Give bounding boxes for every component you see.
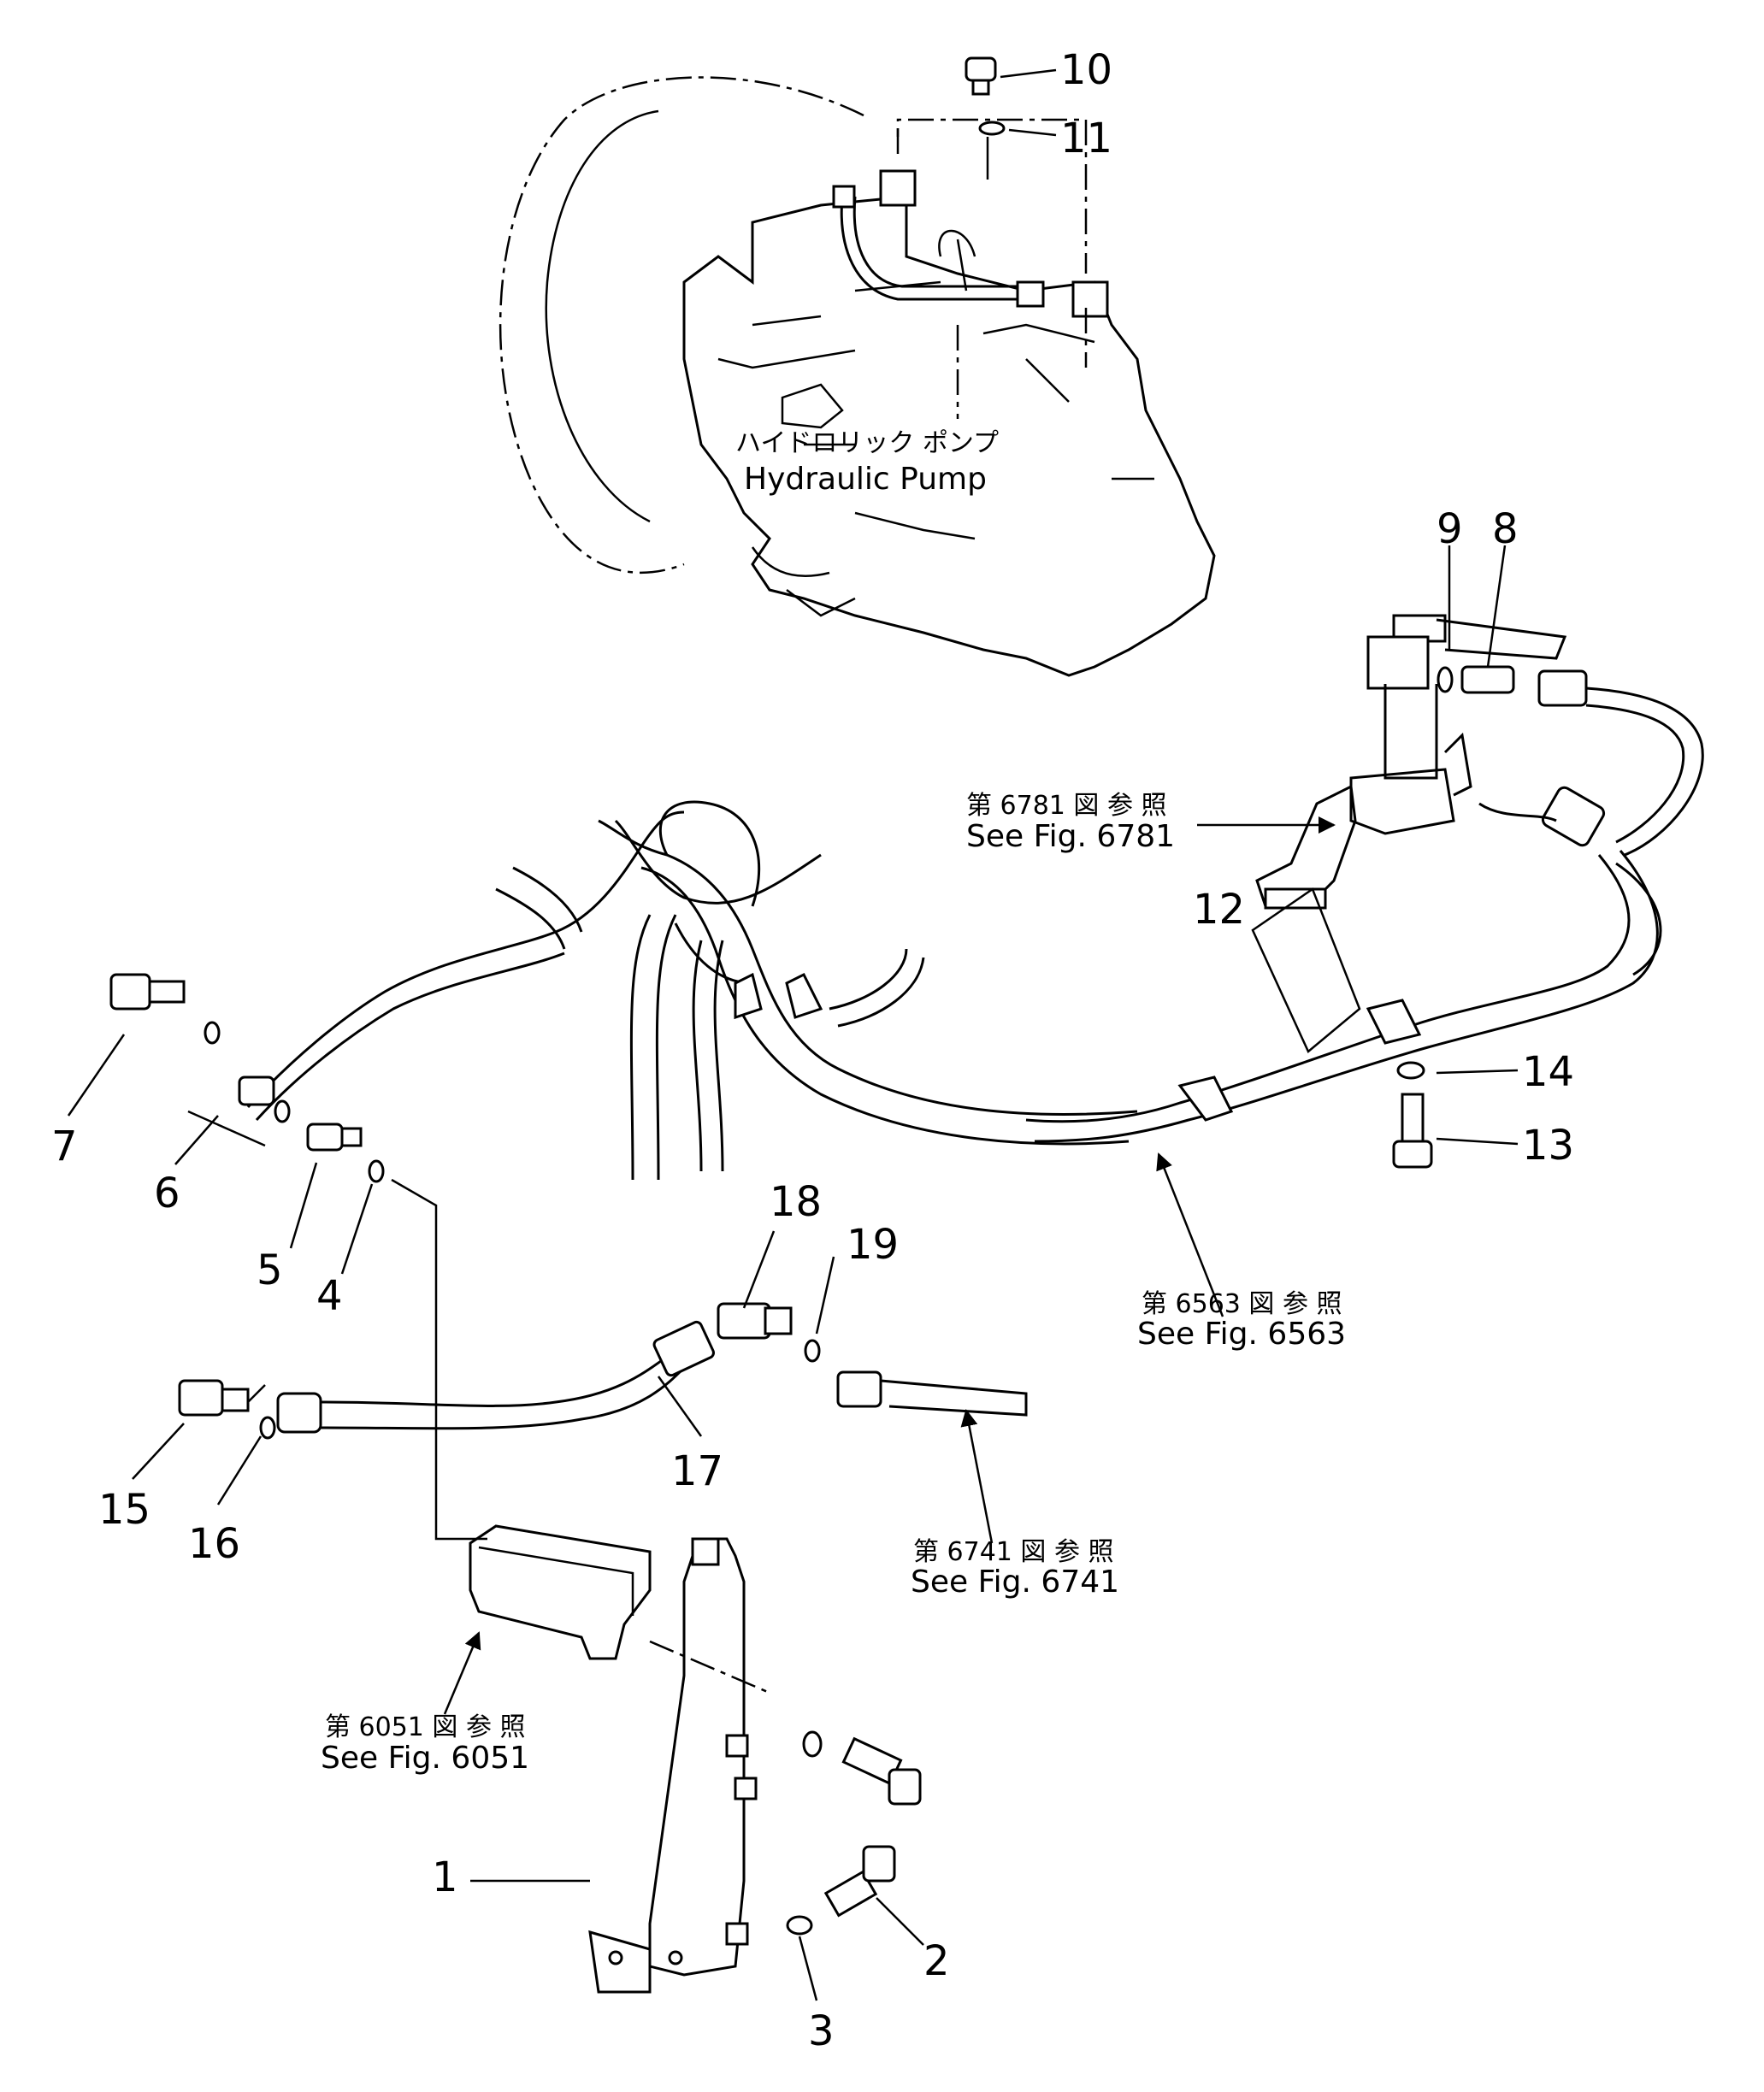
part-number-5: 5 — [257, 1246, 283, 1294]
ref-6563-en: See Fig. 6563 — [1137, 1317, 1346, 1352]
valve-assembly-drawing — [1255, 614, 1704, 910]
ref-6051-en: See Fig. 6051 — [321, 1741, 529, 1776]
part-number-16: 16 — [188, 1520, 240, 1568]
left-fittings-part — [109, 973, 487, 1541]
ref-6563-jp: 第 6563 図 参 照 — [1142, 1289, 1342, 1319]
middle-hose-17-part — [178, 1302, 1028, 1440]
reference-callouts: 第 6781 図 参 照 See Fig. 6781 第 6563 図 参 照 … — [321, 791, 1346, 1776]
part-number-7: 7 — [51, 1123, 78, 1170]
hose-harness-drawing — [246, 800, 1662, 1181]
part-number-3: 3 — [808, 2007, 835, 2055]
part-number-13: 13 — [1522, 1122, 1574, 1170]
bracket-1-part — [469, 1524, 922, 1994]
part-number-14: 14 — [1522, 1048, 1574, 1096]
hydraulic-pump-drawing — [499, 76, 1216, 677]
ref-6781-jp: 第 6781 図 参 照 — [966, 791, 1167, 821]
part-number-11: 11 — [1060, 115, 1112, 162]
part-number-labels: 1 2 3 4 5 6 7 8 9 10 11 12 13 14 15 16 1… — [51, 46, 1574, 2055]
ref-6051-jp: 第 6051 図 参 照 — [325, 1712, 526, 1742]
ref-6781-en: See Fig. 6781 — [966, 819, 1175, 854]
part-number-19: 19 — [847, 1221, 899, 1269]
part-number-9: 9 — [1437, 505, 1463, 553]
part-number-8: 8 — [1492, 505, 1519, 553]
part-number-4: 4 — [316, 1272, 343, 1320]
part-number-2: 2 — [923, 1937, 950, 1985]
part-number-18: 18 — [770, 1178, 822, 1226]
pump-label-jp: ハイドロリック ポンプ — [735, 428, 999, 458]
part-number-6: 6 — [154, 1170, 180, 1217]
part-number-15: 15 — [98, 1486, 150, 1534]
pump-label-en: Hydraulic Pump — [744, 462, 987, 497]
part-number-17: 17 — [671, 1447, 723, 1495]
part-number-1: 1 — [432, 1853, 458, 1901]
ref-6741-en: See Fig. 6741 — [911, 1565, 1119, 1600]
ref-6741-jp: 第 6741 図 参 照 — [913, 1537, 1114, 1567]
pump-plug-part — [965, 56, 1006, 136]
bolt-13-washer-14-part — [1392, 1061, 1433, 1169]
part-number-10: 10 — [1060, 46, 1112, 94]
leader-lines — [67, 68, 1519, 2001]
part-number-12: 12 — [1193, 886, 1245, 934]
